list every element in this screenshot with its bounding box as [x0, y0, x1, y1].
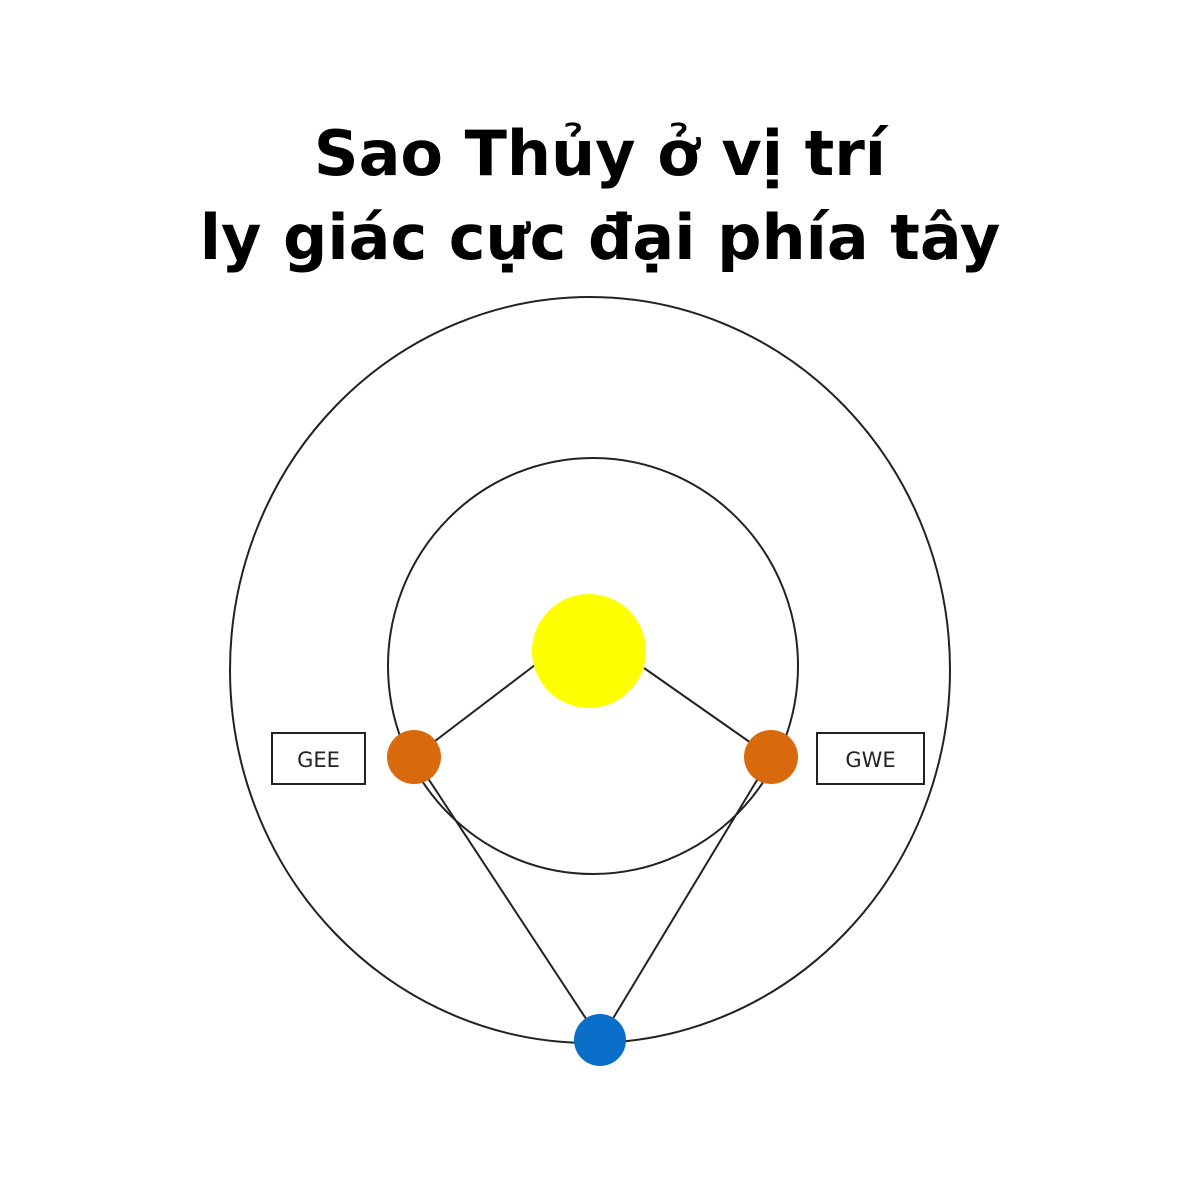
mercury-west-elongation	[744, 730, 798, 784]
mercury-orbit	[387, 457, 799, 875]
mercury-east-elongation	[387, 730, 441, 784]
label-gee: GEE	[297, 748, 340, 772]
label-box-gwe	[816, 732, 925, 785]
diagram-title: Sao Thủy ở vị trí ly giác cực đại phía t…	[0, 112, 1200, 280]
earth	[574, 1014, 626, 1066]
earth-to-mercury-east-line	[413, 756, 601, 1041]
earth-to-mercury-west-line	[599, 756, 772, 1041]
title-line-1: Sao Thủy ở vị trí	[313, 117, 887, 190]
sun	[532, 594, 646, 708]
label-box-gee	[271, 732, 366, 785]
label-gwe: GWE	[845, 748, 895, 772]
title-line-2: ly giác cực đại phía tây	[199, 201, 1001, 274]
